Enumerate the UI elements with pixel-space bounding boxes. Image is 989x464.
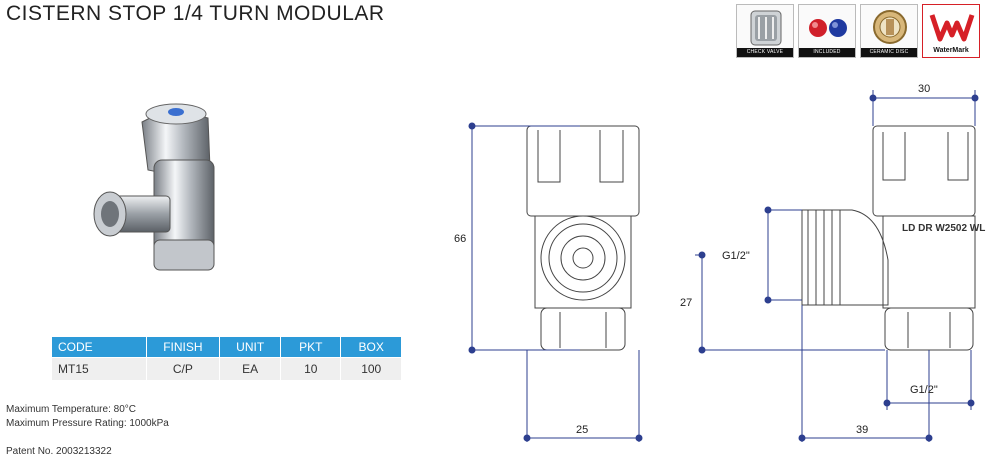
ceramic-disc-badge: CERAMIC DISC — [860, 4, 918, 58]
ceramic-disc-icon — [873, 10, 907, 44]
cell-code: MT15 — [52, 357, 147, 380]
product-photo — [93, 103, 215, 271]
technical-drawing: 66 25 LD DR W2502 WL — [454, 83, 985, 442]
side-view — [801, 125, 976, 351]
dim-height: 66 — [454, 233, 466, 245]
hot-cold-indicators-icon — [809, 19, 847, 37]
table-row: MT15 C/P EA 10 100 — [52, 357, 402, 380]
cell-unit: EA — [219, 357, 282, 380]
dim-offset: 39 — [856, 424, 868, 436]
watermark-logo-icon — [929, 14, 975, 42]
cell-finish: C/P — [146, 357, 221, 380]
max-pressure: Maximum Pressure Rating: 1000kPa — [6, 418, 169, 429]
check-valve-icon — [750, 10, 782, 46]
watermark-caption: WaterMark — [933, 47, 969, 54]
table-header-row: CODE FINISH UNIT PKT BOX — [52, 337, 402, 358]
product-spec-table: CODE FINISH UNIT PKT BOX MT15 C/P EA 10 … — [52, 337, 402, 380]
patent-number: Patent No. 2003213322 — [6, 446, 112, 457]
badge-caption: CERAMIC DISC — [861, 48, 917, 57]
watermark-badge: WaterMark — [922, 4, 980, 58]
badge-caption: INCLUDED — [799, 48, 855, 57]
header-unit: UNIT — [219, 337, 282, 358]
header-finish: FINISH — [146, 337, 221, 358]
dim-inlet-height: 27 — [680, 297, 692, 309]
cell-pkt: 10 — [280, 357, 342, 380]
dim-thread-outlet: G1/2" — [910, 384, 938, 396]
dim-width-front: 25 — [576, 424, 588, 436]
cell-box: 100 — [340, 357, 402, 380]
max-temperature: Maximum Temperature: 80°C — [6, 404, 136, 415]
page-title: CISTERN STOP 1/4 TURN MODULAR — [6, 2, 385, 25]
header-code: CODE — [52, 337, 147, 358]
feature-badges: CHECK VALVE INCLUDED CERAMIC DISC WaterM… — [736, 4, 980, 58]
dim-width-top: 30 — [918, 83, 930, 95]
header-pkt: PKT — [280, 337, 342, 358]
indicators-badge: INCLUDED — [798, 4, 856, 58]
header-box: BOX — [340, 337, 402, 358]
check-valve-badge: CHECK VALVE — [736, 4, 794, 58]
front-dimensions — [468, 122, 643, 442]
badge-caption: CHECK VALVE — [737, 48, 793, 57]
side-dimensions — [695, 90, 979, 442]
dim-thread-inlet: G1/2" — [722, 250, 750, 262]
front-view — [526, 125, 640, 351]
body-marking: LD DR W2502 WL — [902, 223, 985, 234]
